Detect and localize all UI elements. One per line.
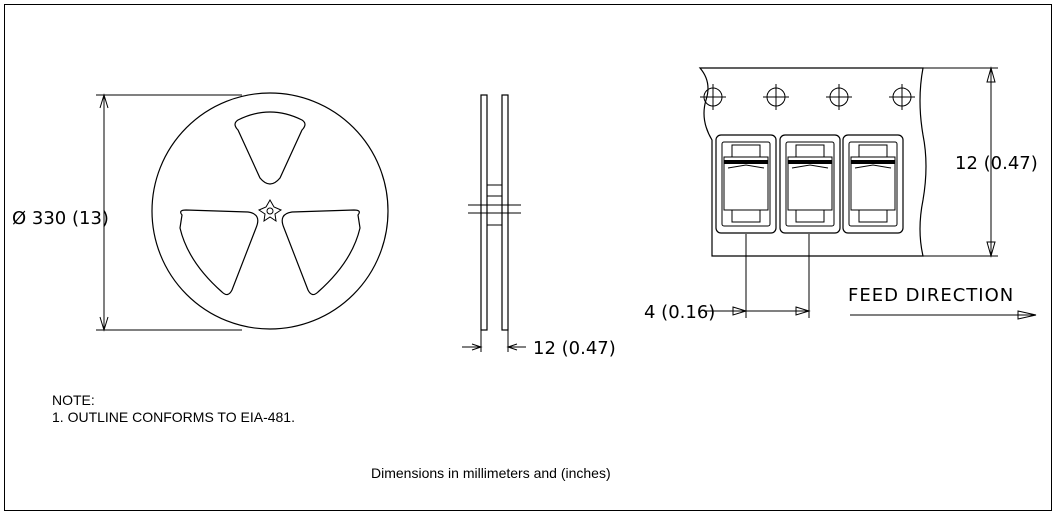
reel-diameter-label: Ø 330 (13) xyxy=(12,208,109,229)
reel-front-view: Ø 330 (13) xyxy=(12,92,389,332)
sprocket-hole xyxy=(826,84,852,110)
reel-window-top xyxy=(234,111,306,185)
sprocket-hole xyxy=(889,84,915,110)
component-pocket xyxy=(842,134,904,234)
reel-window-left xyxy=(179,209,259,296)
component-pocket xyxy=(715,134,777,234)
reel-window-right xyxy=(281,209,361,296)
reel-width-label: 12 (0.47) xyxy=(533,338,616,359)
page-border xyxy=(4,4,1052,511)
units-caption: Dimensions in millimeters and (inches) xyxy=(371,465,611,481)
component-pocket xyxy=(779,134,841,234)
tape-height-label: 12 (0.47) xyxy=(955,153,1038,174)
tape-outline xyxy=(698,67,927,257)
feed-direction-label: FEED DIRECTION xyxy=(848,285,1014,306)
reel-outer-circle xyxy=(151,92,389,330)
reel-side-view: 12 (0.47) xyxy=(462,94,616,359)
tape-pitch-label: 4 (0.16) xyxy=(644,302,715,323)
reel-hub xyxy=(257,198,283,223)
note-heading: NOTE: xyxy=(52,392,95,408)
feed-direction-arrow xyxy=(1017,310,1037,320)
sprocket-hole xyxy=(763,84,789,110)
note-item-1: 1. OUTLINE CONFORMS TO EIA-481. xyxy=(52,409,295,425)
carrier-tape-view: 12 (0.47) 4 (0.16) FEED DIRECTION xyxy=(644,66,1038,323)
sprocket-hole xyxy=(700,84,726,110)
